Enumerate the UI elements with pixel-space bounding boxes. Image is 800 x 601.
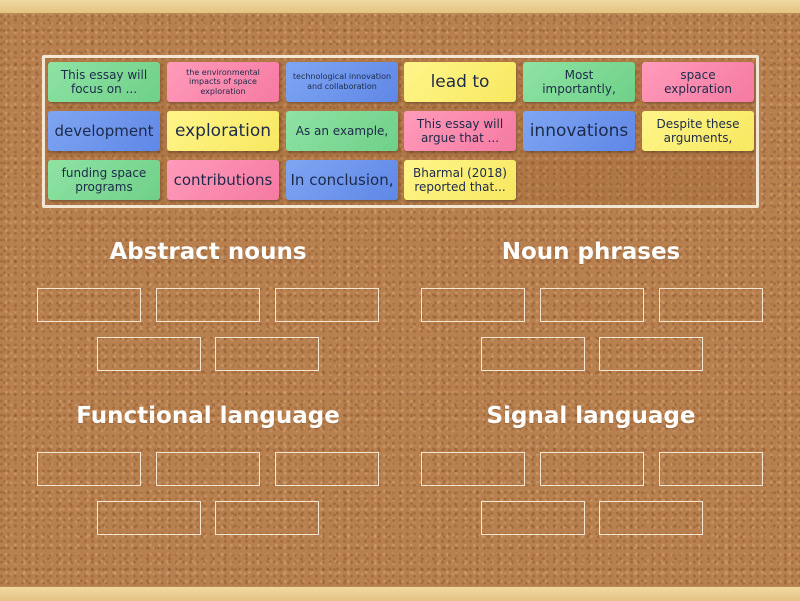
drop-slot-signal-language-3[interactable] [659, 452, 763, 486]
drop-slot-signal-language-4[interactable] [481, 501, 585, 535]
card-development[interactable]: development [48, 111, 160, 151]
drop-slot-noun-phrases-5[interactable] [599, 337, 703, 371]
drop-slot-functional-language-4[interactable] [97, 501, 201, 535]
drop-slot-functional-language-3[interactable] [275, 452, 379, 486]
drop-slot-abstract-nouns-3[interactable] [275, 288, 379, 322]
drop-slot-noun-phrases-3[interactable] [659, 288, 763, 322]
drop-slot-abstract-nouns-1[interactable] [37, 288, 141, 322]
card-lead-to[interactable]: lead to [404, 62, 516, 102]
drop-slot-signal-language-5[interactable] [599, 501, 703, 535]
card-environmental-impacts[interactable]: the environmental impacts of space explo… [167, 62, 279, 102]
category-heading-noun-phrases: Noun phrases [501, 239, 681, 265]
drop-slot-abstract-nouns-5[interactable] [215, 337, 319, 371]
drop-slot-signal-language-1[interactable] [421, 452, 525, 486]
card-this-essay-will-argue[interactable]: This essay will argue that ... [404, 111, 516, 151]
drop-slot-functional-language-2[interactable] [156, 452, 260, 486]
drop-slot-functional-language-1[interactable] [37, 452, 141, 486]
drop-slot-abstract-nouns-4[interactable] [97, 337, 201, 371]
drop-slot-noun-phrases-2[interactable] [540, 288, 644, 322]
card-space-exploration[interactable]: space exploration [642, 62, 754, 102]
card-as-an-example[interactable]: As an example, [286, 111, 398, 151]
drop-slot-noun-phrases-4[interactable] [481, 337, 585, 371]
card-innovations[interactable]: innovations [523, 111, 635, 151]
drop-slot-abstract-nouns-2[interactable] [156, 288, 260, 322]
card-in-conclusion[interactable]: In conclusion, [286, 160, 398, 200]
board-frame-top [0, 0, 800, 14]
card-tray [42, 55, 759, 208]
category-heading-signal-language: Signal language [486, 403, 696, 429]
drop-slot-functional-language-5[interactable] [215, 501, 319, 535]
card-despite-these-arguments[interactable]: Despite these arguments, [642, 111, 754, 151]
board-frame-bottom [0, 586, 800, 601]
category-heading-functional-language: Functional language [76, 403, 340, 429]
card-most-importantly[interactable]: Most importantly, [523, 62, 635, 102]
card-contributions[interactable]: contributions [167, 160, 279, 200]
drop-slot-noun-phrases-1[interactable] [421, 288, 525, 322]
card-bharmal-2018[interactable]: Bharmal (2018) reported that... [404, 160, 516, 200]
card-exploration[interactable]: exploration [167, 111, 279, 151]
card-this-essay-will-focus-on[interactable]: This essay will focus on ... [48, 62, 160, 102]
card-funding-space-programs[interactable]: funding space programs [48, 160, 160, 200]
drop-slot-signal-language-2[interactable] [540, 452, 644, 486]
category-heading-abstract-nouns: Abstract nouns [109, 239, 307, 265]
card-technological-innovation[interactable]: technological innovation and collaborati… [286, 62, 398, 102]
